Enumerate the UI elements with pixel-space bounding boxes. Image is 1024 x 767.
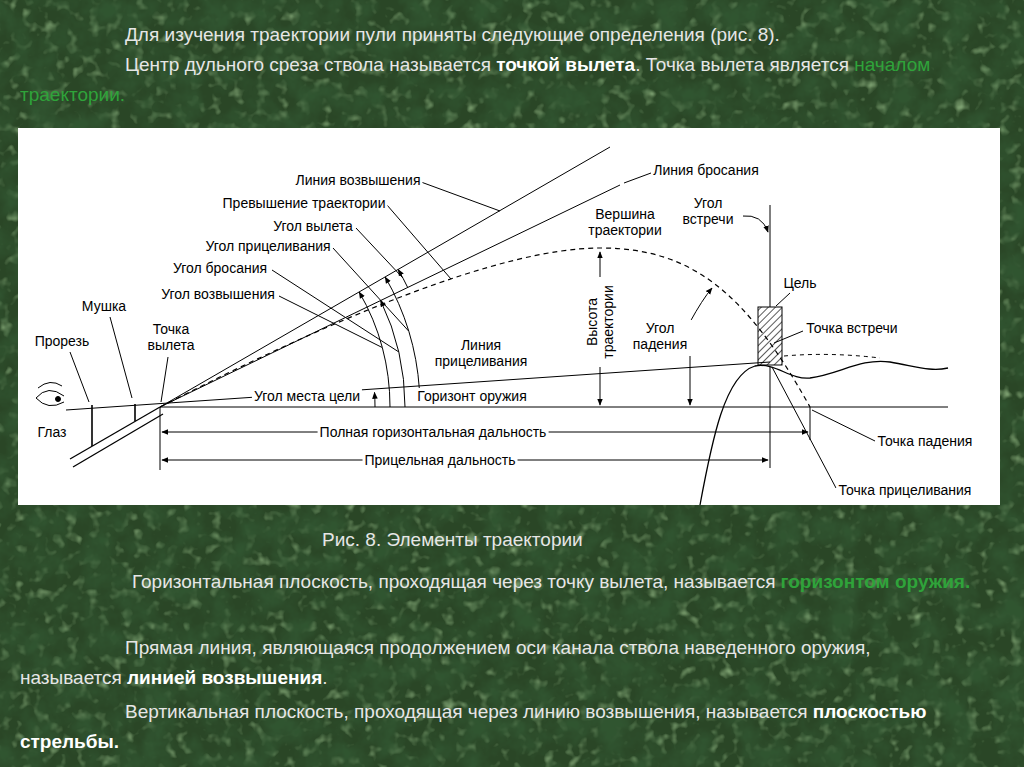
- diagram-label: Прицельная дальность: [363, 452, 518, 468]
- leader-line: [161, 357, 168, 402]
- diagram-panel: [18, 128, 1000, 505]
- aiming-line: [66, 362, 770, 410]
- extension-line: [160, 407, 161, 470]
- body-text: Вертикальная плоскость, проходящая через…: [125, 701, 808, 722]
- leader-line: [421, 182, 500, 211]
- angle-arrow: [690, 356, 691, 405]
- leader-line: [387, 205, 451, 279]
- diagram-label: Горизонт оружия: [415, 388, 528, 404]
- angle-arrow: [742, 216, 768, 232]
- diagram-label: Линия прицеливания: [428, 337, 534, 369]
- angle-arc: [381, 300, 405, 407]
- diagram-label: Угол вылета: [271, 218, 355, 234]
- angle-arc: [374, 392, 376, 407]
- barrel-line: [73, 414, 163, 467]
- leader-line: [774, 331, 803, 343]
- diagram-label: Мушка: [80, 298, 128, 314]
- leader-line: [110, 317, 132, 398]
- diagram-label: Цель: [781, 275, 818, 291]
- hidden-line: [784, 354, 880, 358]
- term-text: линией возвышения: [127, 667, 322, 688]
- diagram-label: Угол падения: [625, 320, 695, 352]
- barrel-line: [70, 407, 160, 459]
- leader-line: [772, 367, 836, 488]
- text-paragraph: Для изучения траектории пули приняты сле…: [20, 20, 1005, 50]
- figure-caption: Рис. 8. Элементы траектории: [322, 527, 583, 553]
- diagram-label: Вершина траектории: [580, 206, 670, 238]
- elevation-line: [160, 147, 610, 407]
- diagram-label: Прорезь: [33, 333, 92, 349]
- leader-line: [272, 270, 399, 352]
- diagram-label: Линия возвышения: [293, 172, 422, 188]
- leader-line: [70, 352, 89, 402]
- departure-line: [160, 185, 620, 407]
- extension-line: [810, 407, 811, 440]
- body-text: .: [322, 667, 327, 688]
- text-paragraph: Горизонтальная плоскость, проходящая чер…: [25, 567, 1005, 597]
- weapon-horizon: [160, 407, 948, 408]
- angle-arc: [359, 292, 390, 407]
- body-text: Горизонтальная плоскость, проходящая чер…: [132, 571, 775, 592]
- diagram-label: Точка вылета: [139, 321, 203, 353]
- leader-line: [279, 296, 382, 348]
- trajectory-curve: [160, 248, 810, 407]
- diagram-label: Угол прицеливания: [203, 238, 332, 254]
- body-text: Центр дульного среза ствола называется: [125, 54, 491, 75]
- diagram-label: Точка прицеливания: [837, 482, 974, 498]
- diagram-label: Угол места цели: [252, 388, 362, 404]
- text-paragraph: Центр дульного среза ствола называетсято…: [20, 50, 1005, 110]
- diagram-label: Превышение траектории: [221, 195, 388, 211]
- diagram-label: Угол возвышения: [159, 286, 277, 302]
- diagram-label: Полная горизонтальная дальность: [318, 424, 549, 440]
- body-text: . Точка вылета является: [635, 54, 849, 75]
- rear-sight: [91, 405, 93, 446]
- text-paragraph: Прямая линия, являющаяся продолжением ос…: [20, 633, 1005, 693]
- leader-line: [333, 248, 409, 331]
- leader-line: [776, 293, 790, 306]
- eye-symbol: [36, 382, 64, 405]
- term-text: точкой вылета: [496, 54, 635, 75]
- target-symbol: [758, 307, 782, 365]
- angle-arrow: [690, 288, 712, 322]
- vertical-line: [770, 205, 771, 307]
- diagram-label: Угол бросания: [171, 260, 269, 276]
- text-paragraph: Вертикальная плоскость, проходящая через…: [20, 697, 1005, 757]
- diagram-label: Точка встречи: [804, 320, 899, 336]
- body-text: Для изучения траектории пули приняты сле…: [125, 24, 780, 45]
- diagram-label: Глаз: [35, 424, 68, 440]
- diagram-label: Линия бросания: [651, 162, 761, 178]
- diagram-label: Угол встречи: [673, 195, 743, 227]
- term-text: горизонтом оружия.: [781, 571, 971, 592]
- diagram-label: Точка падения: [876, 433, 975, 449]
- leader-line: [624, 173, 651, 183]
- angle-arc: [398, 270, 407, 288]
- front-sight: [134, 404, 136, 421]
- eye-pupil: [56, 397, 61, 402]
- diagram-label: Высота траектории: [584, 277, 616, 367]
- angle-arc: [385, 277, 419, 389]
- leader-line: [812, 410, 875, 441]
- leader-line: [356, 228, 403, 278]
- extension-line: [770, 367, 771, 468]
